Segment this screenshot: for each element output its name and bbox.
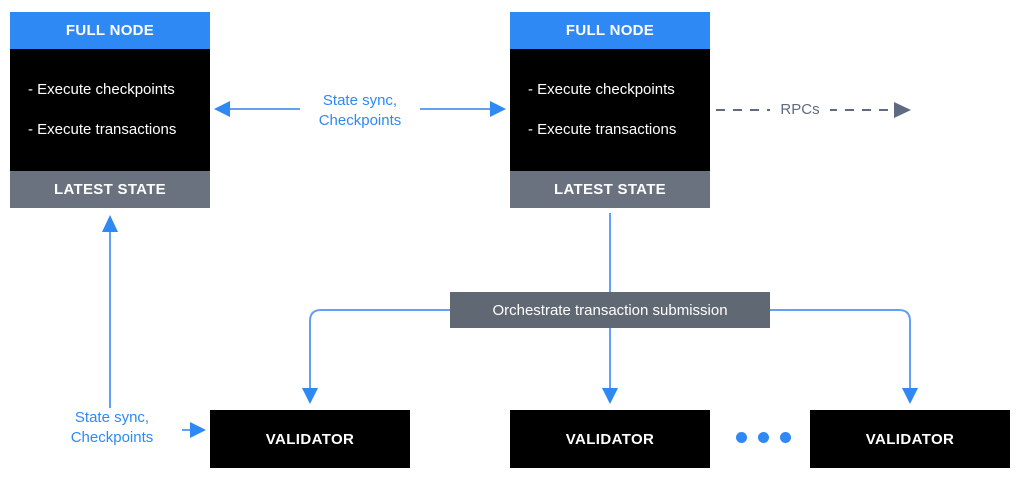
full-node-right: FULL NODE - Execute checkpoints - Execut… xyxy=(510,12,710,208)
arrowhead-rpc-icon xyxy=(894,102,911,118)
state-sync-label-top-line2: Checkpoints xyxy=(318,112,402,129)
arrowhead-up-icon xyxy=(102,215,118,232)
arrowhead-right-icon xyxy=(490,101,506,117)
full-node-right-header: FULL NODE xyxy=(510,12,710,49)
full-node-left-item: - Execute transactions xyxy=(28,121,177,138)
validator-to-fullnode-arrow xyxy=(102,215,118,409)
full-node-left-header: FULL NODE xyxy=(10,12,210,49)
full-node-left-footer: LATEST STATE xyxy=(10,171,210,208)
validator-2: VALIDATOR xyxy=(510,410,710,468)
full-node-right-body: - Execute checkpoints - Execute transact… xyxy=(510,49,710,171)
rpcs-label: RPCs xyxy=(770,101,830,119)
arrowhead-left-icon xyxy=(214,101,230,117)
full-node-left-body: - Execute checkpoints - Execute transact… xyxy=(10,49,210,171)
validator-1: VALIDATOR xyxy=(210,410,410,468)
full-node-right-item: - Execute transactions xyxy=(528,121,677,138)
arrowhead-down-icon xyxy=(602,388,618,404)
state-sync-label-bottom-line2: Checkpoints xyxy=(70,429,154,446)
state-sync-label-top: State sync, Checkpoints xyxy=(300,91,420,131)
full-node-left: FULL NODE - Execute checkpoints - Execut… xyxy=(10,12,210,208)
full-node-right-item: - Execute checkpoints xyxy=(528,81,675,98)
orchestrate-to-validator1-arrow xyxy=(302,309,450,404)
ellipsis-dot-icon xyxy=(758,432,769,443)
arrowhead-down-icon xyxy=(902,388,918,404)
full-node-right-footer: LATEST STATE xyxy=(510,171,710,208)
full-node-left-item: - Execute checkpoints xyxy=(28,81,175,98)
state-sync-label-bottom-line1: State sync, xyxy=(74,409,150,426)
ellipsis-dot-icon xyxy=(736,432,747,443)
state-sync-label-bottom: State sync, Checkpoints xyxy=(42,408,182,448)
arrowhead-right-small-icon xyxy=(190,422,206,438)
orchestrate-bar: Orchestrate transaction submission xyxy=(450,292,770,328)
orchestrate-to-validator2-arrow xyxy=(602,328,618,404)
orchestrate-to-validator3-arrow xyxy=(770,309,918,404)
state-sync-label-top-line1: State sync, xyxy=(322,92,398,109)
validator-ellipsis xyxy=(736,432,791,443)
arrowhead-down-icon xyxy=(302,388,318,404)
ellipsis-dot-icon xyxy=(780,432,791,443)
validator-3: VALIDATOR xyxy=(810,410,1010,468)
